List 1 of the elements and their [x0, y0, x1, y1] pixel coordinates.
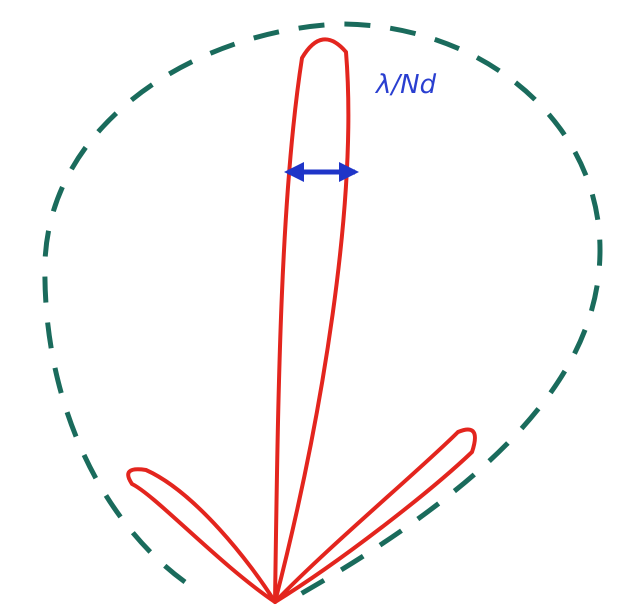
dimension-label: λ/Nd — [376, 70, 436, 100]
